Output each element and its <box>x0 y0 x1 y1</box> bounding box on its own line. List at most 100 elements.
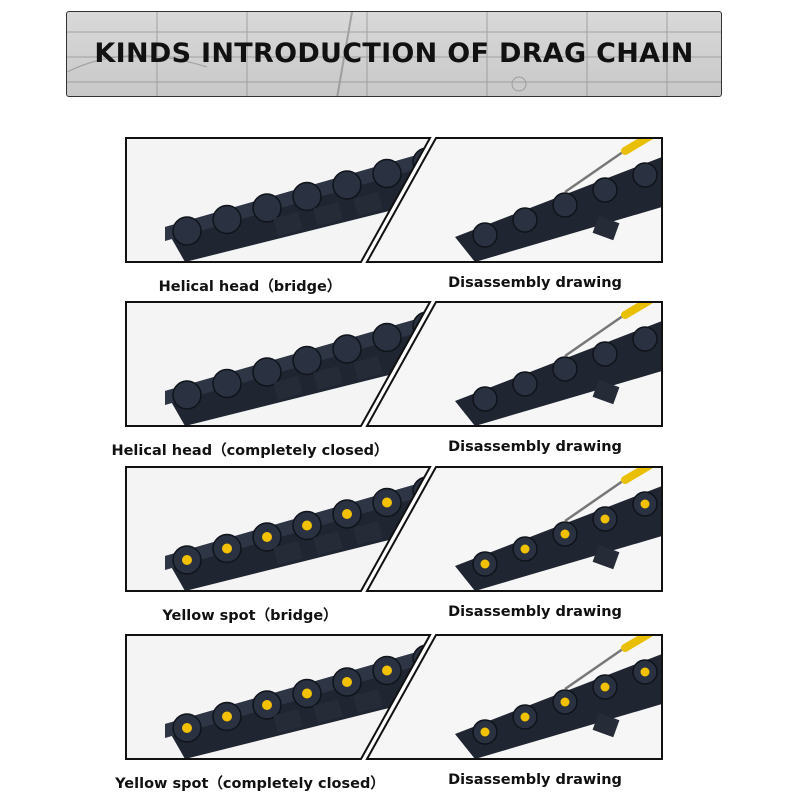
yellow-spot <box>342 509 352 519</box>
yellow-spot <box>302 688 312 699</box>
photo-assembled <box>126 302 430 426</box>
yellow-spot <box>520 544 530 554</box>
chain-link <box>632 326 658 352</box>
yellow-spot <box>262 532 272 542</box>
yellow-spot <box>480 727 490 737</box>
screwdriver-shaft <box>564 145 631 194</box>
frame-right <box>365 466 663 592</box>
panel-graphic <box>125 137 663 263</box>
screwdriver-shaft <box>564 309 631 358</box>
blueprint-background <box>67 12 721 96</box>
chain-link <box>332 334 362 364</box>
chain-link <box>512 207 538 233</box>
chain-panel-2 <box>125 301 663 427</box>
cover-plate <box>353 355 383 381</box>
chain-panel-3 <box>125 466 663 592</box>
yellow-spot <box>560 697 570 707</box>
yellow-spot <box>600 514 610 524</box>
yellow-spot <box>182 723 192 733</box>
caption-left-3: Yellow spot（bridge） <box>162 608 338 624</box>
yellow-spot <box>382 665 392 676</box>
yellow-spot <box>640 667 650 677</box>
chain-link <box>172 216 202 246</box>
frame-right <box>365 301 663 427</box>
chain-link <box>552 192 578 218</box>
cover-plate <box>353 520 383 546</box>
chain-link <box>212 368 242 399</box>
chain-link <box>292 345 322 376</box>
cover-plate <box>592 379 620 405</box>
yellow-spot <box>382 497 392 508</box>
yellow-spot <box>342 677 352 687</box>
cover-plate <box>273 708 303 734</box>
cover-plate <box>592 544 620 570</box>
frame-left <box>125 466 432 592</box>
chain-link <box>592 177 618 203</box>
chain-link <box>632 162 658 188</box>
cover-plate <box>313 365 343 391</box>
chain-link <box>372 158 402 189</box>
cover-plate <box>353 191 383 217</box>
panel-graphic <box>125 634 663 760</box>
cover-plate <box>313 698 343 724</box>
photo-assembled <box>126 138 430 262</box>
caption-right-1: Disassembly drawing <box>448 275 622 291</box>
chain-link <box>252 357 282 387</box>
chain-link <box>212 204 242 235</box>
frame-right <box>365 137 663 263</box>
caption-left-1: Helical head（bridge） <box>158 279 342 295</box>
yellow-spot <box>222 711 232 722</box>
screwdriver-shaft <box>564 642 631 691</box>
frame-left <box>125 137 432 263</box>
yellow-spot <box>640 499 650 509</box>
yellow-spot <box>262 700 272 710</box>
cover-plate <box>273 375 303 401</box>
screwdriver-handle <box>621 467 662 484</box>
photo-disassembly <box>367 138 662 262</box>
chain-link <box>552 356 578 382</box>
frame-right <box>365 634 663 760</box>
yellow-spot <box>520 712 530 722</box>
chain-panel-4 <box>125 634 663 760</box>
yellow-spot <box>560 529 570 539</box>
cover-plate <box>273 540 303 566</box>
frame-left <box>125 301 432 427</box>
cover-plate <box>313 530 343 556</box>
caption-right-2: Disassembly drawing <box>448 439 622 455</box>
photo-assembled <box>126 467 430 591</box>
yellow-spot <box>182 555 192 565</box>
screwdriver-shaft <box>564 474 631 523</box>
chain-link <box>472 222 498 248</box>
screwdriver-handle <box>621 635 662 652</box>
chain-link <box>292 181 322 212</box>
caption-right-3: Disassembly drawing <box>448 604 622 620</box>
photo-assembled <box>126 635 430 759</box>
cover-plate <box>592 712 620 738</box>
chain-link <box>252 193 282 223</box>
panel-graphic <box>125 466 663 592</box>
cover-plate <box>313 201 343 227</box>
chain-link <box>472 386 498 412</box>
chain-link <box>592 341 618 367</box>
caption-right-4: Disassembly drawing <box>448 772 622 788</box>
photo-disassembly <box>367 467 662 591</box>
cover-plate <box>592 215 620 241</box>
chain-link <box>332 170 362 200</box>
caption-left-4: Yellow spot（completely closed） <box>115 776 385 792</box>
chain-link <box>172 380 202 410</box>
yellow-spot <box>480 559 490 569</box>
page-title: KINDS INTRODUCTION OF DRAG CHAIN <box>94 38 694 69</box>
yellow-spot <box>600 682 610 692</box>
screwdriver-handle <box>621 138 662 155</box>
panel-graphic <box>125 301 663 427</box>
chain-panel-1 <box>125 137 663 263</box>
chain-link <box>372 322 402 353</box>
cover-plate <box>273 211 303 237</box>
yellow-spot <box>222 543 232 554</box>
chain-link <box>512 371 538 397</box>
header-banner: KINDS INTRODUCTION OF DRAG CHAIN <box>66 11 722 97</box>
screwdriver-handle <box>621 302 662 319</box>
frame-left <box>125 634 432 760</box>
caption-left-2: Helical head（completely closed） <box>111 443 389 459</box>
yellow-spot <box>302 520 312 531</box>
